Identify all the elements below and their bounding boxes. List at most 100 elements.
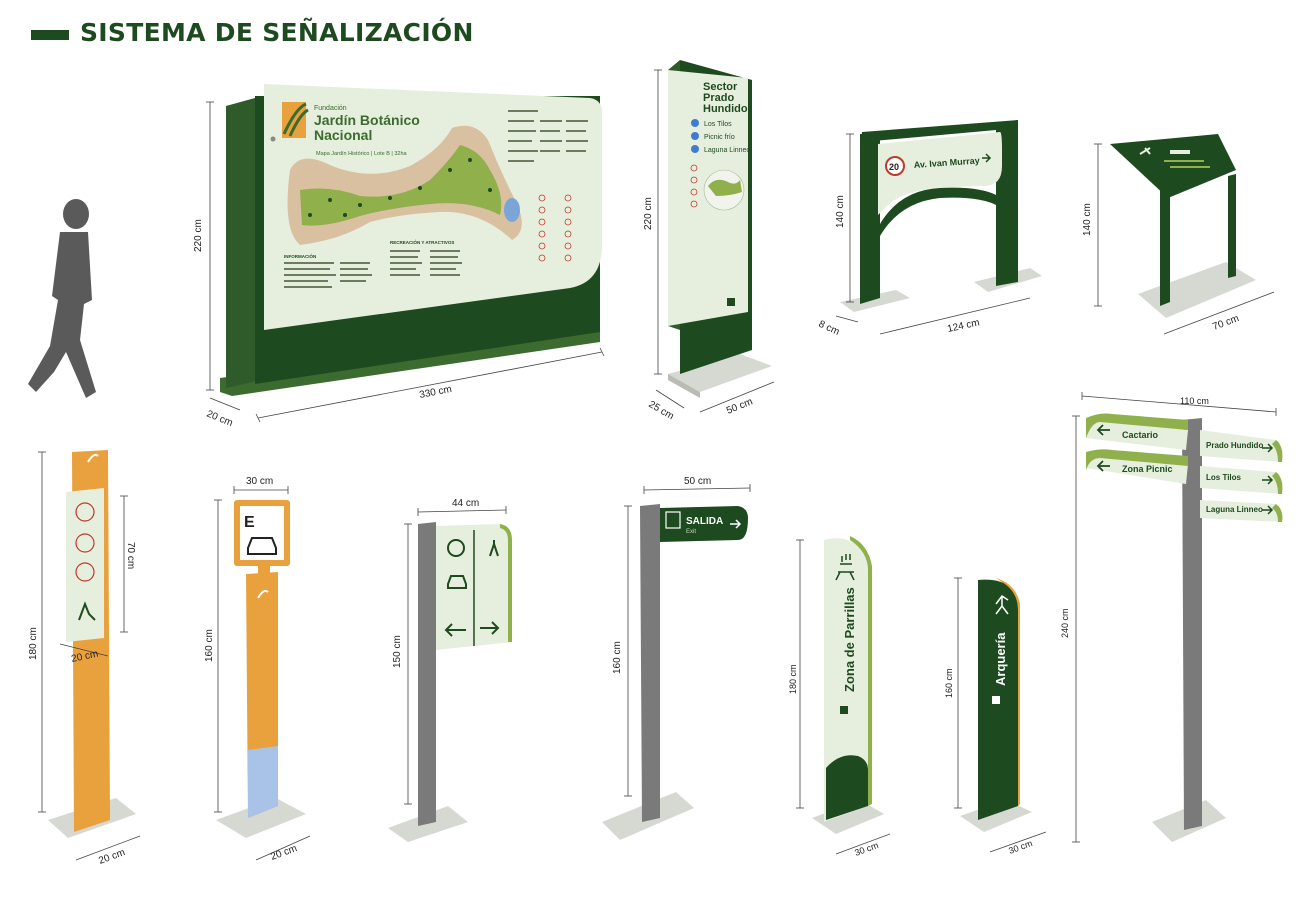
arch-dim-depth: 8 cm	[817, 319, 841, 338]
rules-post-dim-height: 180 cm	[28, 627, 39, 660]
speed-limit-icon	[885, 156, 905, 176]
exit-sublabel: Exit	[686, 529, 696, 535]
main-map-sign: Fundación Jardín Botánico Nacional Mapa …	[220, 84, 602, 396]
rules-post	[48, 450, 136, 838]
arch-sign: 20 Av. Ivan Murray	[840, 120, 1042, 312]
archery-dimensions	[954, 577, 1047, 853]
arch-speed: 20	[889, 162, 899, 172]
exit-dim-height: 160 cm	[612, 641, 623, 674]
main-sign-org-name-1: Jardín Botánico	[314, 112, 420, 128]
main-sign-org-name-2: Nacional	[314, 127, 372, 143]
main-sign-map-caption: Mapa Jardín Histórico | Lote B | 32ha	[316, 151, 408, 157]
exit-dim-width: 50 cm	[684, 476, 711, 487]
totem-dim-depth: 25 cm	[647, 399, 676, 422]
totem-dim-height: 220 cm	[643, 197, 654, 230]
arrow-right-icon	[1262, 443, 1274, 453]
arrow-right-icon	[1262, 475, 1274, 485]
mode-sign-dimensions	[404, 506, 507, 805]
main-sign-dimensions	[206, 101, 605, 423]
totem-dest-2: Picnic frío	[704, 134, 735, 141]
arch-dim-height: 140 cm	[835, 195, 846, 228]
hiker-icon	[489, 540, 499, 557]
org-logo-icon	[992, 696, 1000, 704]
main-sign-dim-depth: 20 cm	[205, 409, 234, 429]
lectern-sign	[1110, 134, 1256, 318]
org-logo-icon	[727, 298, 735, 306]
org-logo-icon	[840, 706, 848, 714]
totem-sign: Sector Prado Hundido Los Tilos Picnic fr…	[668, 60, 772, 398]
human-scale-silhouette	[28, 199, 96, 398]
org-logo-icon	[257, 589, 269, 599]
lectern-dim-width: 70 cm	[1211, 313, 1240, 333]
mode-sign-dim-height: 150 cm	[392, 635, 403, 668]
fingerpost-dim-height: 240 cm	[1060, 608, 1070, 638]
arrow-left-icon	[691, 132, 699, 140]
archer-icon	[995, 594, 1009, 615]
parking-dim-top: 30 cm	[246, 476, 273, 487]
org-logo-icon	[87, 453, 99, 463]
title-accent-bar	[31, 30, 69, 40]
totem-dimensions	[654, 69, 775, 413]
exit-sign: SALIDA Exit	[602, 504, 748, 840]
fingerpost-left-1: Cactario	[1122, 430, 1159, 440]
arrow-right-icon	[982, 153, 992, 163]
exit-label: SALIDA	[686, 516, 723, 527]
rules-post-dim-panel-height: 70 cm	[125, 542, 136, 569]
grill-totem: Zona de Parrillas	[812, 536, 884, 834]
car-icon	[247, 537, 277, 555]
parking-dim-height: 160 cm	[204, 629, 215, 662]
arch-street: Av. Ivan Murray	[913, 155, 980, 170]
lectern-dim-height: 140 cm	[1082, 203, 1093, 236]
fingerpost-right-3: Laguna Linneo	[1206, 505, 1263, 514]
totem-title-2: Prado	[703, 92, 734, 104]
main-sign-org-small: Fundación	[314, 105, 347, 112]
arrow-right-icon	[730, 519, 742, 529]
archery-dim-base: 30 cm	[1007, 838, 1033, 856]
arch-dimensions	[835, 133, 1031, 335]
rules-post-dimensions	[38, 451, 141, 861]
exit-sign-dimensions	[624, 484, 751, 797]
fingerpost-dimensions	[1072, 392, 1277, 843]
page-title: SISTEMA DE SEÑALIZACIÓN	[80, 18, 474, 47]
bicycle-icon	[447, 539, 465, 557]
mini-map-icon	[708, 179, 742, 196]
mode-sign-dim-width: 44 cm	[452, 498, 479, 509]
totem-dest-1: Los Tilos	[704, 121, 732, 128]
archery-totem: Arquería	[960, 578, 1032, 832]
lectern-dimensions	[1094, 143, 1275, 335]
arrow-left-icon	[444, 623, 466, 637]
arrow-right-icon	[691, 145, 699, 153]
arrow-right-icon	[480, 621, 500, 635]
totem-dim-width: 50 cm	[725, 396, 754, 416]
archery-label: Arquería	[993, 632, 1008, 686]
grill-dimensions	[796, 539, 891, 855]
main-sign-info-heading: INFORMACIÓN	[284, 252, 316, 259]
totem-dest-3: Laguna Linneo	[704, 147, 750, 154]
main-sign-dim-height: 220 cm	[193, 219, 204, 252]
parking-letter: E	[244, 514, 255, 531]
arrow-left-icon	[1096, 460, 1110, 472]
main-sign-recreation-heading: RECREACIÓN Y ATRACTIVOS	[390, 238, 454, 245]
grill-icon	[835, 554, 855, 581]
grill-dim-base: 30 cm	[853, 840, 879, 858]
fingerpost: Cactario Zona Picnic Prado Hundido Los T…	[1086, 413, 1283, 842]
fingerpost-right-1: Prado Hundido	[1206, 441, 1263, 450]
exit-person-icon	[665, 511, 681, 529]
no-balloon-icon	[75, 533, 95, 553]
grill-label: Zona de Parrillas	[842, 587, 857, 692]
parking-post: E	[216, 500, 306, 838]
totem-title-3: Hundido	[703, 103, 748, 115]
no-dogs-icon	[75, 562, 95, 582]
parking-dim-base: 20 cm	[269, 843, 298, 863]
archery-dim-height: 160 cm	[944, 668, 954, 698]
grill-dim-height: 180 cm	[788, 664, 798, 694]
no-camping-icon	[75, 502, 95, 522]
mode-sign	[388, 522, 512, 842]
arrow-right-icon	[1262, 505, 1274, 515]
fingerpost-dim-width: 110 cm	[1180, 396, 1209, 406]
parking-post-dimensions	[214, 486, 311, 861]
fingerpost-left-2: Zona Picnic	[1122, 464, 1173, 474]
fingerpost-right-2: Los Tilos	[1206, 473, 1242, 482]
